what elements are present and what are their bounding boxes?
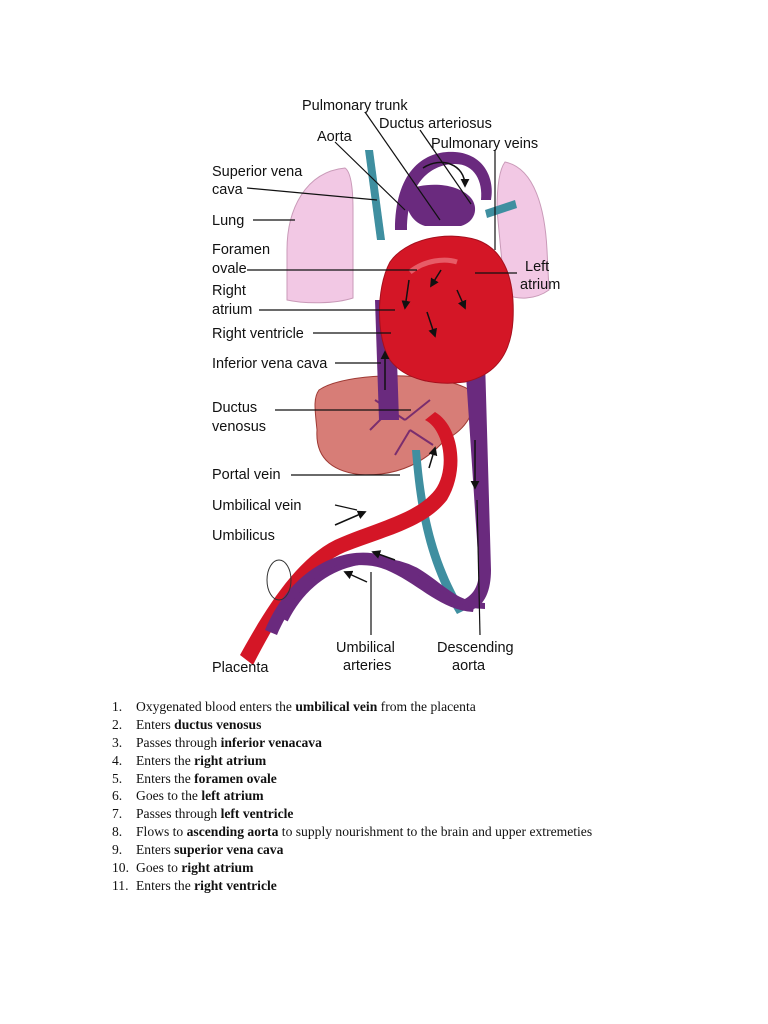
heart-highlight <box>408 257 458 275</box>
label-superior-vena-cava-line2: cava <box>212 182 244 198</box>
label-superior-vena-cava-line1: Superior vena <box>212 164 303 180</box>
step-item: 5.Enters the foramen ovale <box>112 770 277 786</box>
pulmonary-trunk-vessel <box>405 184 476 226</box>
label-right-atrium-line2: atrium <box>212 302 252 318</box>
umbilicus-ring <box>266 559 292 601</box>
step-item: 6.Goes to the left atrium <box>112 788 264 804</box>
flow-arrow <box>371 550 396 561</box>
label-portal-vein: Portal vein <box>212 467 281 483</box>
label-left-atrium-line2: atrium <box>520 277 560 293</box>
label-foramen-ovale-line2: ovale <box>212 261 247 277</box>
step-item: 10.Goes to right atrium <box>112 860 254 876</box>
flow-arrow <box>428 446 438 469</box>
label-umbilical-arteries-line1: Umbilical <box>336 640 395 656</box>
flow-arrow <box>401 279 411 310</box>
flow-arrow <box>430 269 442 288</box>
step-item: 11.Enters the right ventricle <box>112 877 277 893</box>
flow-arrow <box>334 510 367 526</box>
step-item: 3.Passes through inferior venacava <box>112 734 322 750</box>
superior-vena-cava-vessel <box>365 150 385 240</box>
right-lung <box>286 167 354 304</box>
left-lung <box>496 161 550 299</box>
label-right-atrium-line1: Right <box>212 283 246 299</box>
flow-arrow <box>343 570 368 583</box>
label-umbilicus: Umbilicus <box>212 528 275 544</box>
label-placenta: Placenta <box>212 660 269 676</box>
step-item: 9.Enters superior vena cava <box>112 842 284 858</box>
aortic-arch <box>395 151 492 230</box>
label-descending-aorta-line1: Descending <box>437 640 514 656</box>
label-ductus-venosus-line1: Ductus <box>212 400 257 416</box>
fetal-circulation-diagram: Pulmonary trunk Ductus arteriosus Aorta … <box>212 98 560 676</box>
label-lung: Lung <box>212 213 244 229</box>
umbilical-artery-2 <box>282 557 486 622</box>
label-foramen-ovale-line1: Foramen <box>212 242 270 258</box>
umbilical-vein-vessel <box>240 412 458 665</box>
label-aorta: Aorta <box>317 129 353 145</box>
label-ductus-venosus-line2: venosus <box>212 419 266 435</box>
label-pulmonary-trunk: Pulmonary trunk <box>302 98 408 114</box>
step-item: 7.Passes through left ventricle <box>112 806 294 822</box>
step-item: 8.Flows to ascending aorta to supply nou… <box>112 824 593 840</box>
label-left-atrium-line1: Left <box>525 259 549 275</box>
label-descending-aorta-line2: aorta <box>452 658 486 674</box>
leader-lines <box>246 111 517 636</box>
label-umbilical-vein: Umbilical vein <box>212 498 301 514</box>
label-inferior-vena-cava: Inferior vena cava <box>212 356 328 372</box>
step-item: 2.Enters ductus venosus <box>112 716 262 732</box>
label-umbilical-arteries-line2: arteries <box>343 658 391 674</box>
circulation-steps-list: 1.Oxygenated blood enters the umbilical … <box>112 698 592 895</box>
umbilical-arteries-vessel <box>265 552 475 635</box>
label-pulmonary-veins: Pulmonary veins <box>431 136 538 152</box>
label-right-ventricle: Right ventricle <box>212 326 304 342</box>
blue-lower-vessel <box>412 450 465 614</box>
step-item: 1.Oxygenated blood enters the umbilical … <box>112 699 476 714</box>
flow-arrow <box>422 161 470 188</box>
flow-arrow <box>456 289 467 310</box>
label-ductus-arteriosus: Ductus arteriosus <box>379 116 492 132</box>
pulmonary-veins-vessel <box>485 200 517 218</box>
step-item: 4.Enters the right atrium <box>112 752 267 768</box>
flow-arrow <box>426 311 437 338</box>
